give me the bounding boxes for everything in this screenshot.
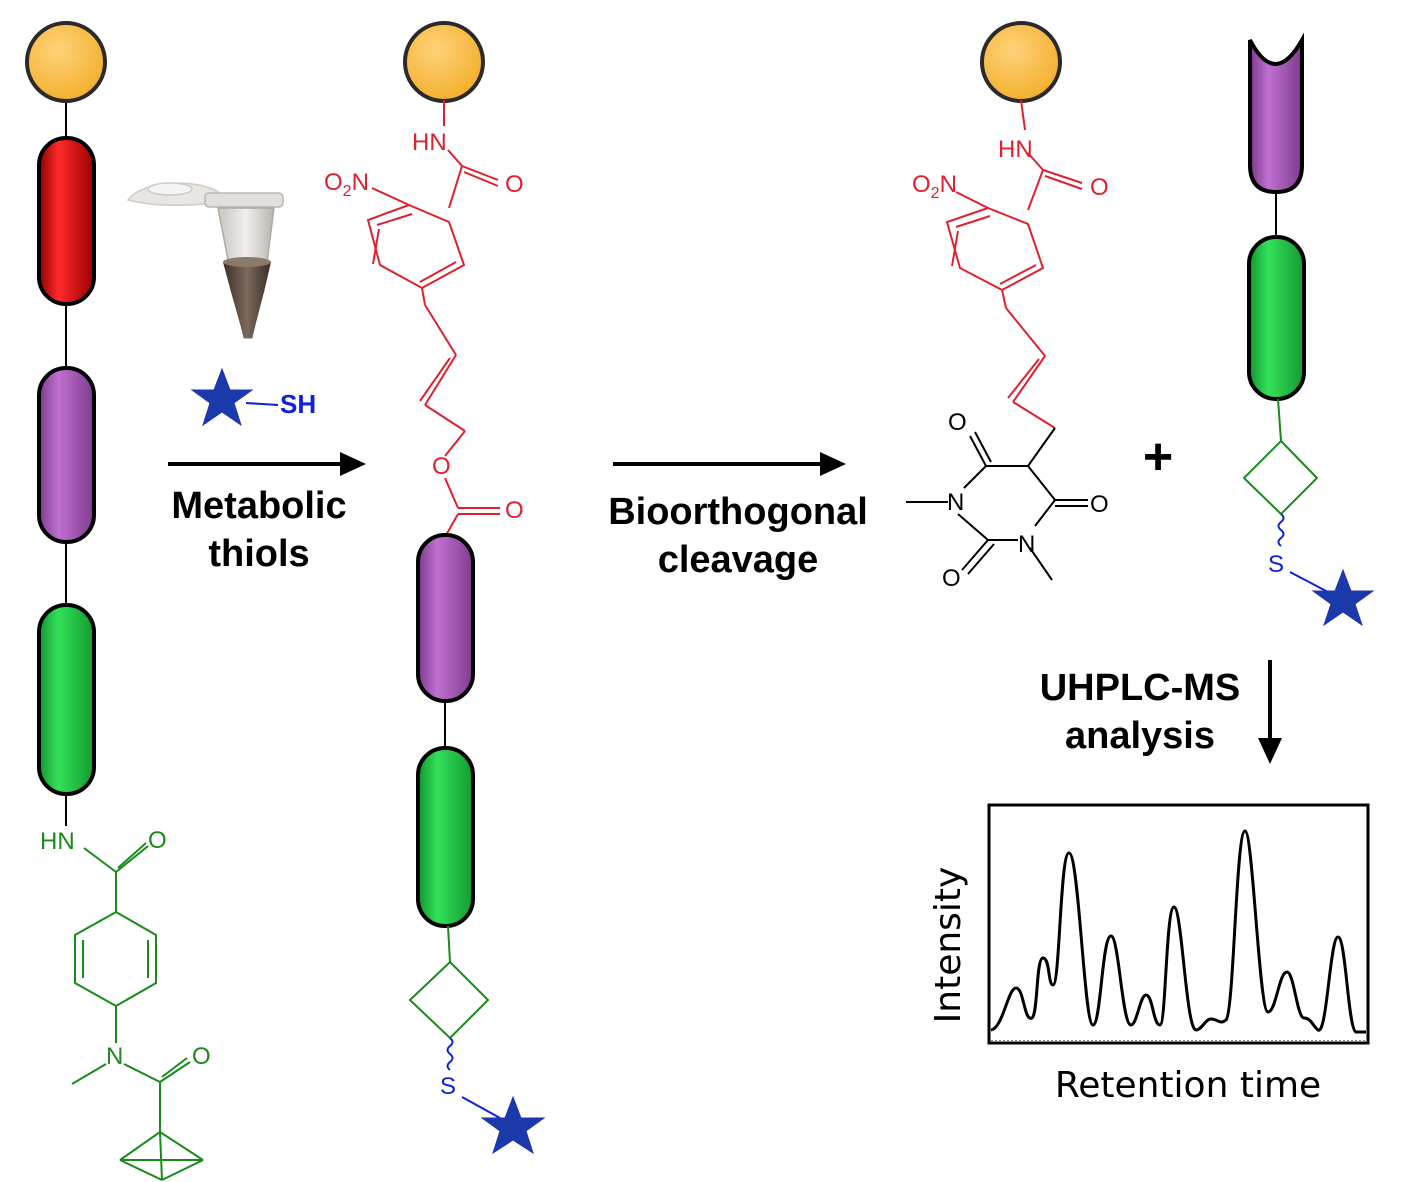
right-red-atoms: HN O O2N <box>912 136 1109 202</box>
purple-block <box>37 366 96 544</box>
atom-s-right: S <box>1268 551 1284 578</box>
atom-o2n-right: O2N <box>912 171 957 202</box>
bead-right <box>980 21 1062 103</box>
thiol-star-icon <box>190 367 254 427</box>
nitrobenzyl-linker-structure <box>366 100 500 515</box>
atom-o-carbonyl: O <box>505 497 524 524</box>
step2-label-line2: cleavage <box>658 539 819 581</box>
atom-o-left-2: O <box>192 1043 211 1070</box>
atom-hn-left: HN <box>40 828 75 855</box>
atom-o-barb-2: O <box>1090 491 1109 518</box>
atom-o-left-1: O <box>148 827 167 854</box>
left-construct <box>25 21 107 826</box>
cyclobutane-right <box>1242 439 1319 516</box>
atom-o2n-mid: O2N <box>324 169 369 200</box>
cyclobutane-middle <box>408 925 490 1040</box>
step3-label-line1: UHPLC-MS <box>1040 667 1241 709</box>
middle-red-atoms: HN O O2N O O <box>324 129 524 524</box>
bicyclobutane-amide-structure <box>71 842 204 1181</box>
atom-n-barb-1: N <box>947 489 964 516</box>
atom-hn-right: HN <box>998 136 1033 163</box>
eppendorf-tube-icon <box>126 182 284 339</box>
plus-sign: + <box>1143 428 1173 486</box>
chromatogram-trace <box>990 829 1366 1034</box>
atom-o-barb-3: O <box>942 565 961 592</box>
step1-label-line2: thiols <box>208 533 309 575</box>
arrow-uhplc-ms <box>1258 660 1282 764</box>
cleaved-product-structure <box>945 99 1083 429</box>
bead <box>25 21 107 103</box>
atom-o-ester: O <box>432 453 451 480</box>
green-block-middle <box>416 746 475 928</box>
wavy-bond-middle <box>446 1037 454 1071</box>
atom-s-middle: S <box>440 1073 456 1100</box>
purple-block-middle <box>416 533 475 703</box>
red-block <box>37 136 96 306</box>
star-right-icon <box>1311 568 1375 627</box>
atom-o-mid-1: O <box>505 171 524 198</box>
atom-o-right-1: O <box>1090 174 1109 201</box>
atom-n-left: N <box>106 1043 123 1070</box>
bead-middle <box>403 21 485 103</box>
thiol-sh-label: SH <box>280 389 316 419</box>
step2-label-line1: Bioorthogonal <box>608 491 868 533</box>
atom-hn-mid: HN <box>412 129 447 156</box>
star-middle-icon <box>480 1095 546 1155</box>
purple-block-cut <box>1248 32 1304 195</box>
step1-label-line1: Metabolic <box>171 485 346 527</box>
arrow-metabolic-thiols <box>168 452 366 476</box>
step3-label-line2: analysis <box>1065 715 1215 757</box>
chromatogram-xlabel: Retention time <box>1055 1065 1321 1106</box>
green-block-right <box>1247 235 1306 401</box>
atom-o-barb-1: O <box>948 409 967 436</box>
barbiturate-atoms: O N O N O <box>942 409 1109 592</box>
released-fragment: S <box>1242 32 1375 627</box>
arrow-bioorthogonal-cleavage <box>613 452 846 476</box>
bcb-atom-labels: HN O N O <box>40 827 211 1070</box>
barbiturate-ring <box>906 427 1088 581</box>
chromatogram: Retention time Intensity <box>928 803 1370 1106</box>
wavy-bond-right <box>1277 513 1285 547</box>
atom-n-barb-2: N <box>1018 531 1035 558</box>
chromatogram-ylabel: Intensity <box>928 867 969 1024</box>
green-block <box>37 603 96 796</box>
